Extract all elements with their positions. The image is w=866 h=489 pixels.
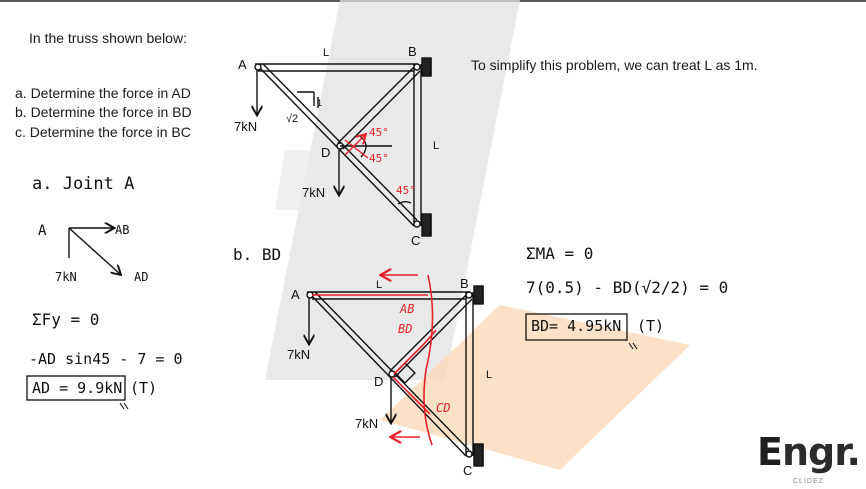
cut-label-cd: CD — [436, 401, 450, 415]
load-d-label: 7kN — [302, 185, 325, 200]
support-b-2 — [473, 285, 484, 305]
support-c — [421, 213, 432, 237]
diagram-2-labels: A B C D L L 7kN 7kN — [287, 276, 492, 478]
question-b: b. Determine the force in BD — [15, 104, 192, 120]
label-b-2: B — [460, 276, 469, 291]
cut-label-bd: BD — [398, 322, 412, 336]
problem-intro: In the truss shown below: — [29, 30, 187, 46]
label-b: B — [408, 44, 417, 59]
label-a-2: A — [291, 287, 300, 302]
load-a-label-2: 7kN — [287, 347, 310, 362]
truss-diagram-1 — [254, 57, 432, 237]
solution-b-equation: ΣMA = 0 — [526, 244, 594, 263]
engr-logo: Engr. — [757, 430, 861, 474]
slope-rise: 1 — [317, 98, 322, 108]
question-c: c. Determine the force in BC — [15, 124, 191, 140]
angle-2: 45° — [369, 152, 389, 165]
fbd-label-ab: AB — [115, 223, 129, 237]
label-d-2: D — [374, 374, 383, 389]
length-right-2: L — [486, 369, 492, 381]
check-mark-b — [628, 342, 638, 350]
diagram-1-angles: 45° 45° 45° — [369, 126, 416, 197]
member-ab — [255, 63, 418, 72]
logo-subtitle: CLIDEZ — [793, 478, 824, 485]
member-ac-diagonal — [255, 63, 418, 227]
solution-a-step: -AD sin45 - 7 = 0 — [29, 350, 183, 368]
diagram-1-labels: A B C D L L 7kN 7kN √2 1 — [234, 44, 439, 248]
section-line — [423, 274, 434, 446]
logo-text: ngr. — [781, 430, 861, 474]
simplify-note: To simplify this problem, we can treat L… — [471, 57, 758, 73]
solution-a-result: AD = 9.9kN — [32, 379, 123, 397]
member-bd-2 — [389, 294, 473, 378]
fbd-label-ad: AD — [134, 270, 148, 284]
joint-a — [254, 63, 262, 71]
length-top: L — [323, 47, 329, 59]
length-right: L — [433, 140, 439, 152]
slope-triangle — [297, 91, 319, 108]
solution-b-step: 7(0.5) - BD(√2/2) = 0 — [526, 278, 729, 297]
cut-label-ab: AB — [399, 302, 414, 316]
label-d: D — [321, 145, 330, 160]
joint-a-fbd-labels: A AB 7kN AD — [38, 223, 148, 284]
truss-diagram-2 — [307, 285, 484, 467]
load-d-label-2: 7kN — [355, 416, 378, 431]
solution-a-heading: a. Joint A — [32, 174, 135, 194]
support-b — [421, 57, 432, 77]
support-c-2 — [473, 443, 484, 467]
slope-run: √2 — [286, 113, 298, 125]
angle-1: 45° — [369, 126, 389, 139]
logo-e: E — [757, 430, 783, 474]
fbd-label-a: A — [38, 223, 47, 239]
diagram-2-cut — [312, 274, 437, 446]
member-ab-2 — [307, 291, 470, 300]
member-bc — [413, 64, 422, 226]
load-a-label: 7kN — [234, 119, 257, 134]
joint-c — [413, 220, 421, 228]
label-c: C — [411, 233, 420, 248]
label-c-2: C — [463, 463, 472, 478]
angle-3: 45° — [396, 184, 416, 197]
joint-b-2 — [465, 291, 473, 299]
solution-b-heading: b. BD — [233, 245, 282, 264]
question-a: a. Determine the force in AD — [15, 85, 191, 101]
solution-b-result: BD= 4.95kN — [531, 317, 622, 335]
fbd-label-load: 7kN — [55, 270, 77, 284]
joint-c-2 — [465, 450, 473, 458]
check-mark-a — [119, 402, 129, 410]
diagram-1-angle-arrows — [344, 135, 369, 159]
label-a: A — [238, 57, 247, 72]
fbd-arrow-ad — [68, 227, 120, 274]
answer-box-bd — [525, 313, 628, 341]
cut-member-bd — [393, 329, 437, 375]
member-bc-2 — [465, 292, 474, 456]
joint-a-fbd — [68, 227, 120, 274]
diagram-2-cut-labels: AB BD CD — [398, 302, 450, 415]
length-top-2: L — [376, 279, 382, 291]
answer-box-ad — [26, 375, 126, 401]
solution-a-result-type: (T) — [130, 379, 158, 397]
solution-b-result-type: (T) — [637, 317, 665, 335]
joint-b — [413, 63, 421, 71]
solution-a-equation: ΣFy = 0 — [32, 310, 100, 329]
